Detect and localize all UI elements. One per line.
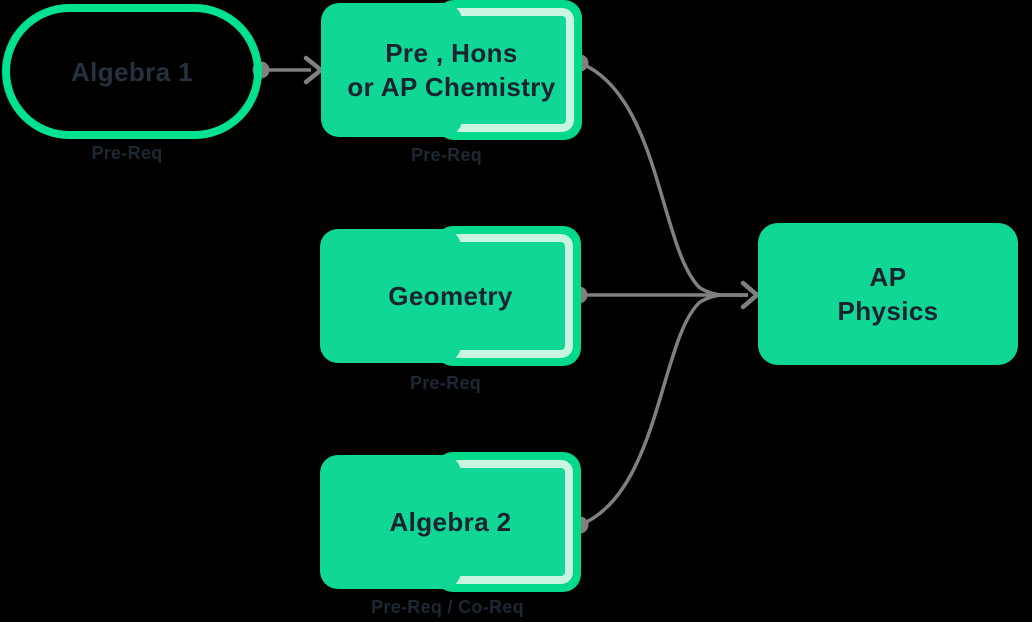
node-geometry[interactable]: Geometry	[320, 226, 581, 366]
node-ap-physics-label-line2: Physics	[837, 296, 939, 326]
node-chemistry-label: Pre , Hons or AP Chemistry	[321, 0, 582, 140]
arrowhead-apphysics-icon	[740, 280, 760, 310]
node-geometry-label: Geometry	[388, 281, 513, 311]
node-chemistry-label-line2: or AP Chemistry	[347, 72, 556, 102]
node-algebra1[interactable]: Algebra 1	[2, 4, 262, 139]
node-geometry-front-panel	[320, 229, 461, 363]
node-algebra2-label-wrap: Algebra 2	[320, 452, 581, 592]
tag-algebra1-prereq: Pre-Req	[91, 143, 163, 163]
edge-chemistry-apphysics	[579, 61, 748, 297]
tag-algebra2-prereq-coreq: Pre-Req / Co-Req	[371, 597, 524, 617]
arrowhead-chemistry-icon	[303, 55, 324, 85]
node-algebra2-front-panel	[320, 455, 461, 589]
edge-algebra2-apphysics	[579, 293, 748, 527]
node-chemistry[interactable]: Pre , Hons or AP Chemistry	[321, 0, 582, 140]
node-geometry-label-wrap: Geometry	[320, 226, 581, 366]
node-ap-physics[interactable]: AP Physics	[758, 223, 1018, 365]
node-algebra2-label: Algebra 2	[389, 507, 512, 537]
tag-chemistry-prereq: Pre-Req	[410, 145, 483, 165]
node-algebra1-label: Algebra 1	[70, 56, 194, 87]
node-algebra2[interactable]: Algebra 2	[320, 452, 581, 592]
node-chemistry-inner-ring	[444, 8, 574, 132]
node-ap-physics-label-line1: AP	[869, 262, 907, 292]
tag-geometry-prereq: Pre-Req	[409, 373, 482, 393]
node-chemistry-label-line1: Pre , Hons	[385, 38, 518, 68]
node-algebra2-inner-ring	[443, 460, 573, 584]
node-chemistry-front-panel	[321, 3, 462, 137]
